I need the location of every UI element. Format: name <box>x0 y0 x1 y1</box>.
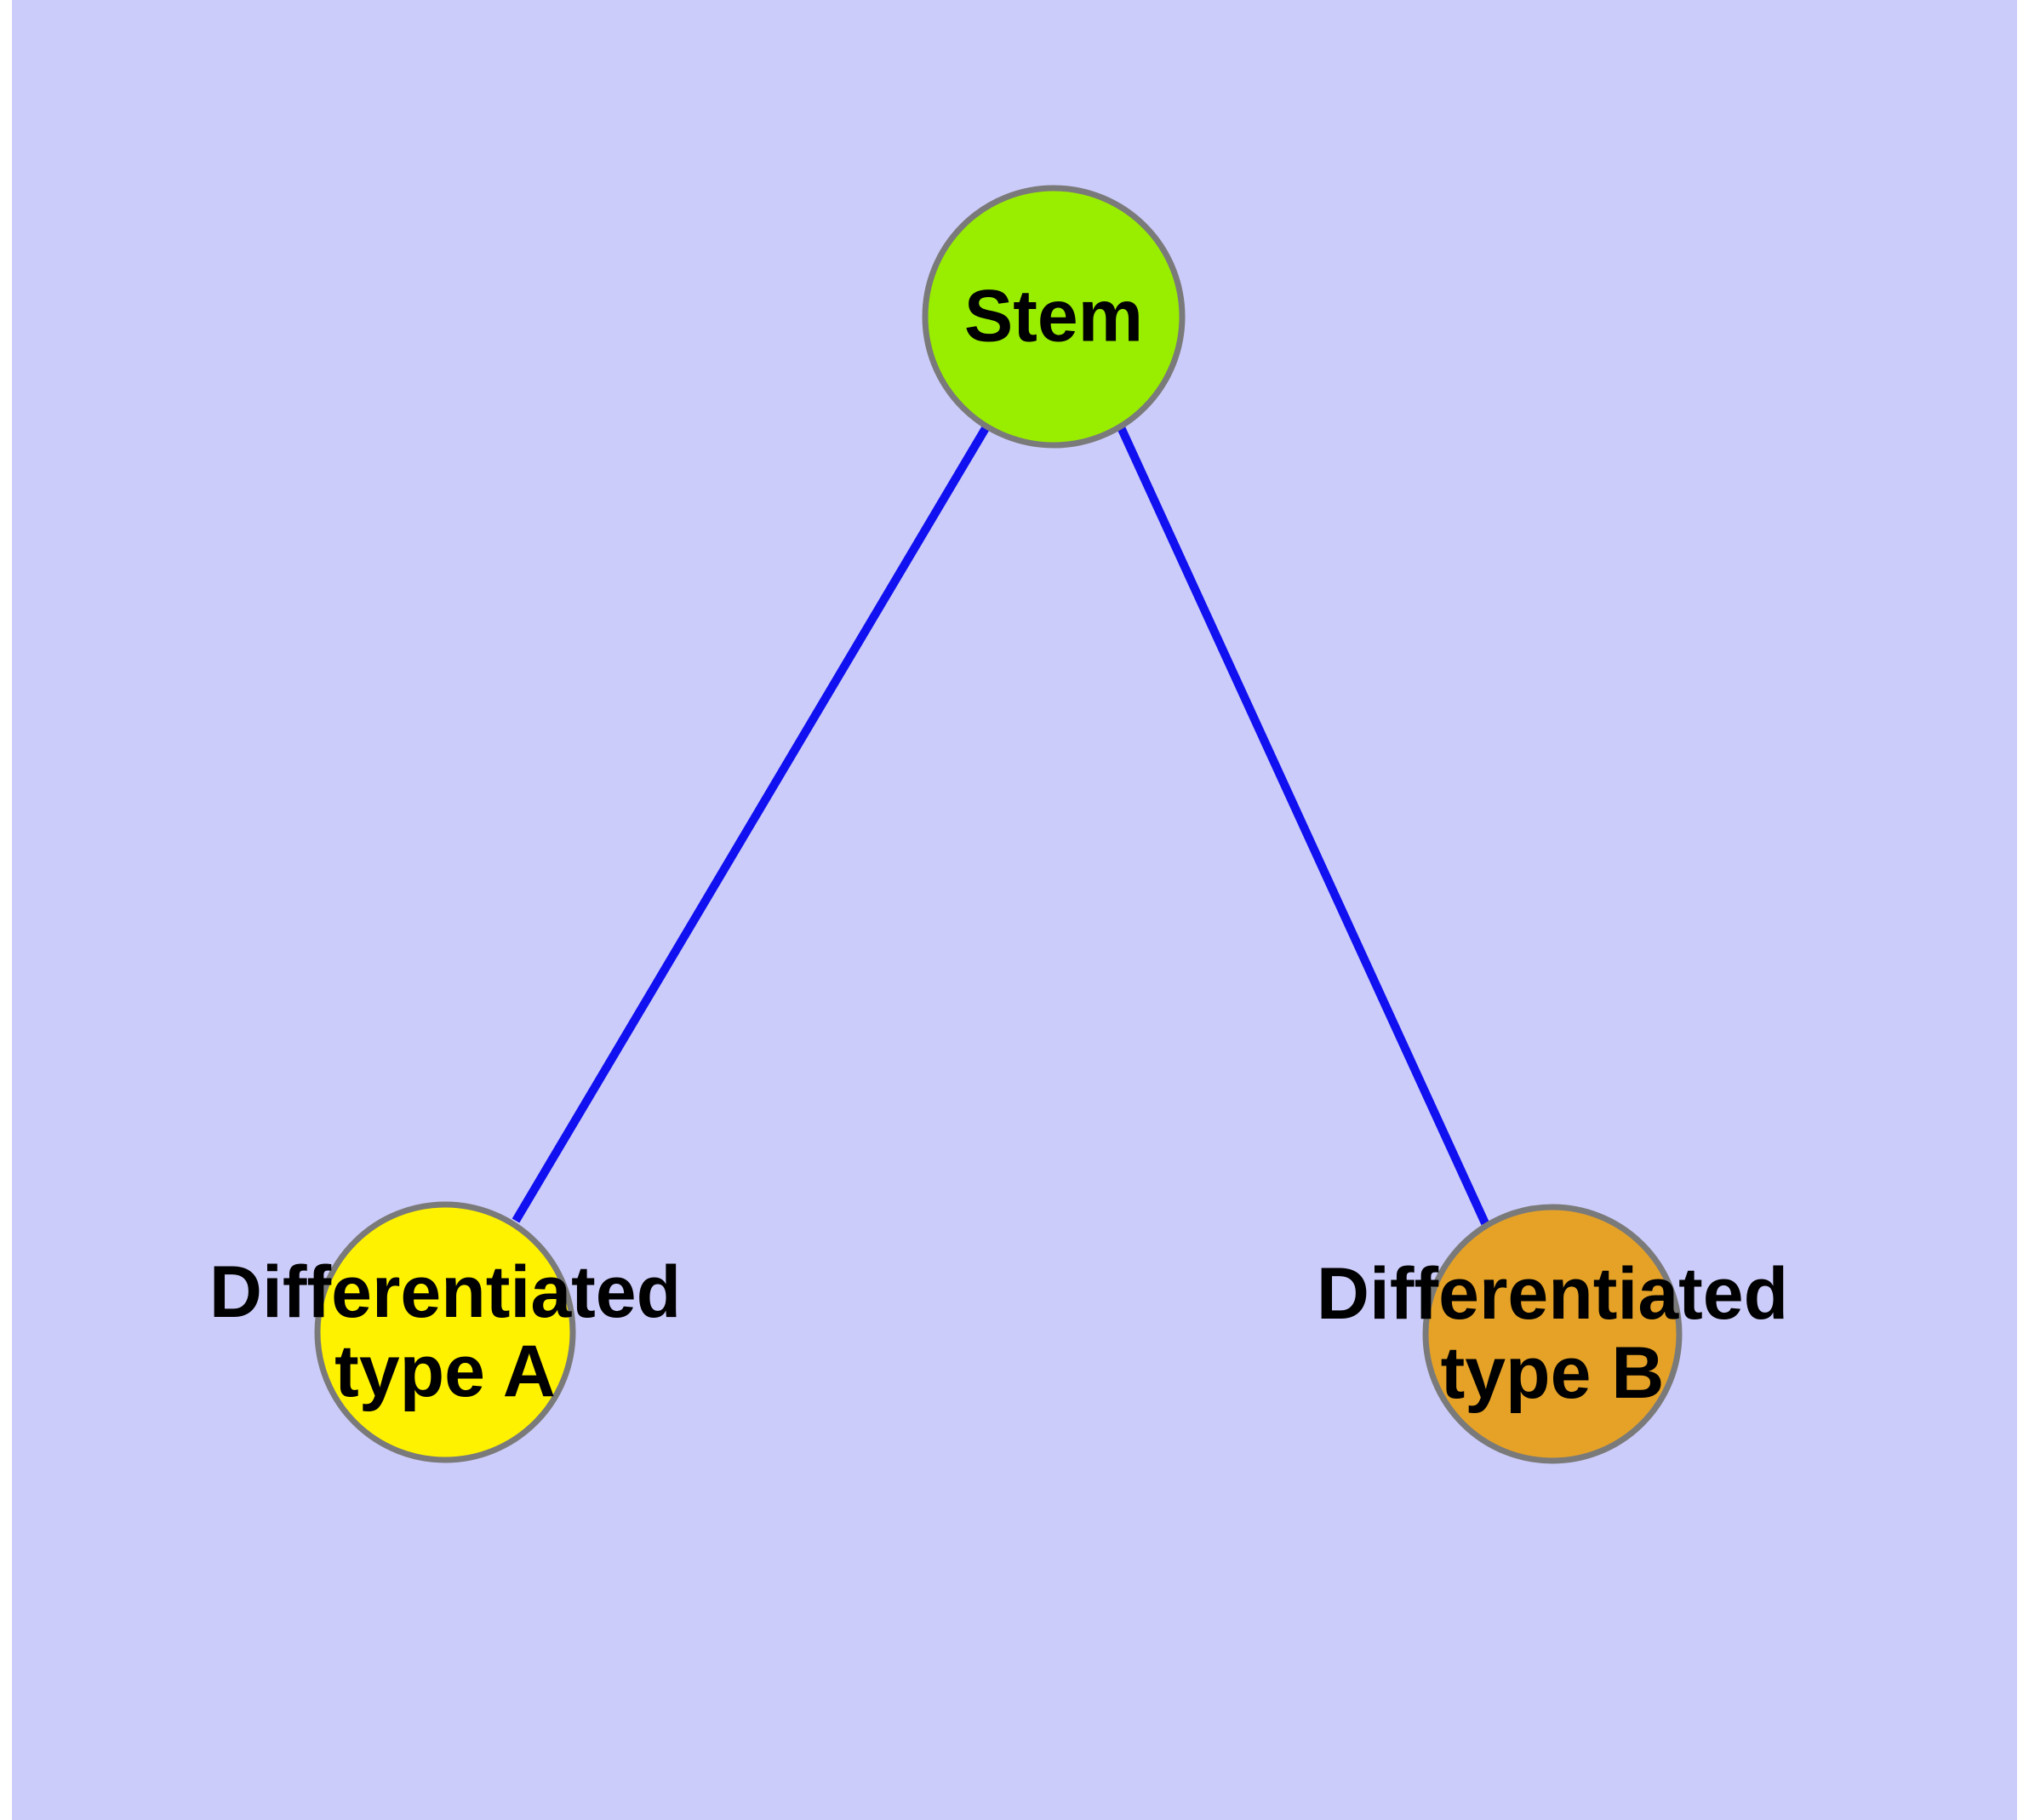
node-stem[interactable] <box>922 185 1186 449</box>
node-differentiated-type-b[interactable] <box>1422 1204 1683 1464</box>
edge-layer <box>512 425 1489 1226</box>
edge-stem-to-diff-b[interactable] <box>1117 425 1489 1226</box>
node-differentiated-type-a[interactable] <box>314 1201 576 1463</box>
node-layer <box>314 185 1683 1464</box>
edge-stem-to-diff-a[interactable] <box>512 426 990 1223</box>
